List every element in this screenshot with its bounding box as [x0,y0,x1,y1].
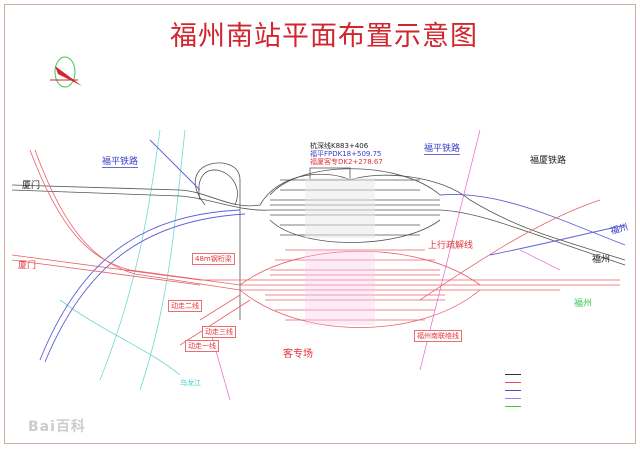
label-liaison: 福州南联络线 [414,330,462,342]
label-xiamen-bottom: 厦门 [18,261,37,271]
river-lines [59,129,186,391]
legend-item [505,394,565,402]
mileage-fuping: 福平FPDK18+509.75 [310,150,382,158]
mileage-hangshen: 杭深线K883+406 [310,142,369,150]
legend-item [505,378,565,386]
label-dz1: 动走一线 [185,340,219,352]
label-fuping-right: 福平铁路 [424,141,461,155]
label-fuzhou-black: 福州 [592,255,611,265]
mileage-fuxia: 福厦客专DK2+278.67 [310,158,383,166]
label-upline: 上行疏解线 [428,241,474,251]
label-passenger-yard: 客专场 [283,349,313,360]
legend [505,370,565,410]
platform-area [305,250,375,325]
label-river: 乌龙江 [180,379,201,387]
legend-item [505,386,565,394]
legend-item [505,370,565,378]
label-dz2: 动走二线 [168,300,202,312]
label-xiamen-top: 厦门 [22,181,41,191]
label-dz3: 动走三线 [202,326,236,338]
label-fuzhou-green: 福州 [574,299,593,309]
north-arrow-icon [50,56,82,88]
label-fuxia: 福厦铁路 [530,156,567,166]
legend-item [505,402,565,410]
label-bridge: 48m钢桁梁 [192,253,235,265]
label-fuping-left: 福平铁路 [102,154,139,168]
blue-tracks [39,139,626,363]
red-tracks [11,149,620,346]
diagram-title: 福州南站平面布置示意图 [170,21,478,52]
platform-area-upper [305,178,375,238]
watermark-logo: Bai百科 [28,419,86,435]
